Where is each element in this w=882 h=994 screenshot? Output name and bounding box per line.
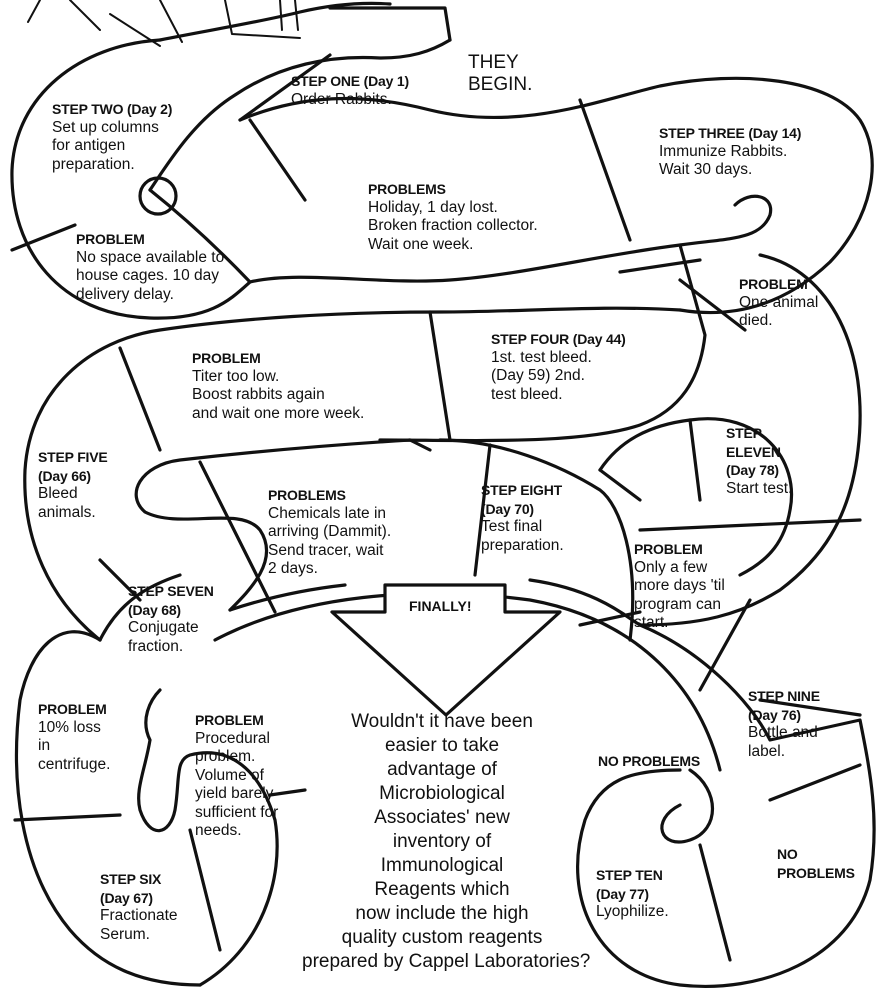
they-begin-label: THEY BEGIN. (468, 52, 533, 95)
step-text: Lyophilize. (596, 903, 669, 920)
step-title: STEP SIX (Day 67) (100, 871, 162, 906)
step-text: Conjugate fraction. (128, 619, 199, 655)
no-problems-b: NO PROBLEMS (777, 845, 855, 882)
step-title: STEP TEN (Day 77) (596, 867, 663, 902)
path-outline (228, 578, 642, 627)
step-ten: STEP TEN (Day 77)Lyophilize. (596, 866, 669, 922)
step-four: STEP FOUR (Day 44)1st. test bleed. (Day … (491, 330, 626, 404)
finally-arrow (330, 583, 562, 717)
step-title: STEP TWO (Day 2) (52, 101, 173, 117)
illustration-fragment (27, 0, 301, 47)
step-text: Fractionate Serum. (100, 907, 178, 943)
step-two: STEP TWO (Day 2)Set up columns for antig… (52, 100, 172, 174)
problem-title: NO PROBLEMS (777, 846, 855, 881)
step-title: STEP SEVEN (Day 68) (128, 583, 214, 618)
problem-text: Only a few more days 'til program can st… (634, 558, 725, 632)
problem-title: PROBLEM (38, 701, 107, 717)
step-six: STEP SIX (Day 67)Fractionate Serum. (100, 870, 178, 944)
problem-title: PROBLEM (192, 350, 261, 366)
problem-title: NO PROBLEMS (598, 753, 701, 769)
problem-text: No space available to house cages. 10 da… (76, 248, 225, 303)
path-outline (14, 630, 202, 987)
step-title: STEP THREE (Day 14) (659, 125, 802, 141)
path-outline (598, 417, 793, 577)
closing-question: Wouldn't it have been easier to take adv… (302, 711, 591, 972)
step-title: STEP ONE (Day 1) (291, 73, 409, 89)
problem-title: PROBLEM (195, 712, 264, 728)
step-eleven: STEP ELEVEN (Day 78)Start test. (726, 424, 792, 498)
path-outline (213, 591, 722, 772)
problem-title: PROBLEM (634, 541, 703, 557)
problem-text: Holiday, 1 day lost. Broken fraction col… (368, 198, 538, 253)
step-one: STEP ONE (Day 1)Order Rabbits. (291, 72, 409, 109)
path-node (138, 176, 178, 216)
problem-text: Chemicals late in arriving (Dammit). Sen… (268, 504, 392, 578)
step-title: STEP FOUR (Day 44) (491, 331, 626, 347)
path-outline (23, 306, 682, 642)
problem-text: Titer too low. Boost rabbits again and w… (192, 367, 365, 422)
problem-title: PROBLEM (76, 231, 145, 247)
step-five: STEP FIVE (Day 66)Bleed animals. (38, 448, 108, 522)
step-text: Bottle and label. (748, 724, 818, 760)
path-outline (148, 38, 452, 192)
step-text: Start test. (726, 479, 793, 497)
problem-text: One animal died. (739, 293, 819, 330)
finally-label: FINALLY! (409, 598, 472, 614)
path-outline (638, 253, 862, 627)
step-seven: STEP SEVEN (Day 68)Conjugate fraction. (128, 582, 214, 656)
path-outline (328, 6, 452, 42)
step-text: Test final preparation. (481, 518, 564, 554)
problem-title: PROBLEMS (368, 181, 446, 197)
divider (10, 53, 862, 962)
step-nine: STEP NINE (Day 76)Bottle and label. (748, 687, 820, 761)
step-text: Set up columns for antigen preparation. (52, 118, 159, 173)
problem-text: 10% loss in centrifuge. (38, 718, 111, 773)
step-text: 1st. test bleed. (Day 59) 2nd. test blee… (491, 348, 592, 403)
step-title: STEP NINE (Day 76) (748, 688, 820, 723)
step-title: STEP EIGHT (Day 70) (481, 482, 562, 517)
problem-text: Procedural problem. Volume of yield bare… (195, 729, 279, 840)
path-outline (576, 623, 876, 988)
step-eight: STEP EIGHT (Day 70)Test final preparatio… (481, 481, 564, 555)
step-three: STEP THREE (Day 14)Immunize Rabbits. Wai… (659, 124, 801, 180)
step-text: Order Rabbits. (291, 90, 392, 108)
path-outline (238, 76, 874, 315)
path-outline (438, 438, 635, 642)
problem-title: PROBLEMS (268, 487, 346, 503)
no-problems-a: NO PROBLEMS (598, 752, 700, 771)
step-text: Immunize Rabbits. Wait 30 days. (659, 142, 788, 179)
path-outline (137, 688, 279, 987)
path-outline (134, 438, 412, 612)
path-outline (660, 768, 714, 844)
step-text: Bleed animals. (38, 485, 96, 521)
step-title: STEP ELEVEN (Day 78) (726, 425, 781, 478)
path-outline (148, 188, 773, 284)
path-outline (158, 1, 392, 42)
problem-title: PROBLEM (739, 276, 808, 292)
step-title: STEP FIVE (Day 66) (38, 449, 108, 484)
